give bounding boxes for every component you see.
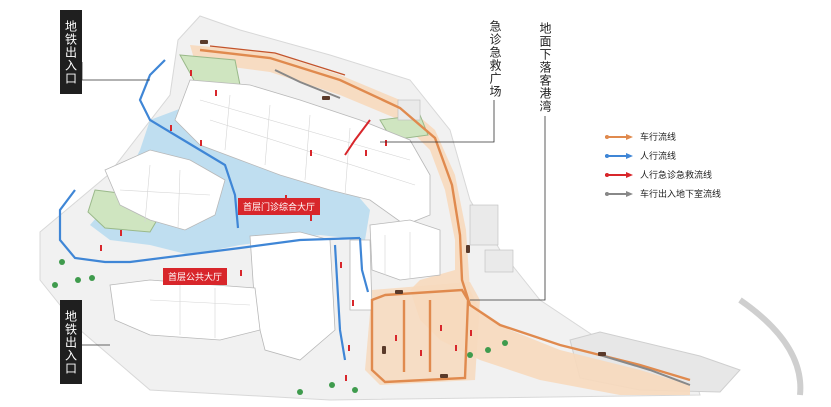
outpatient-hall-tag: 首层门诊综合大厅	[238, 198, 321, 215]
legend-item-pedestrian: 人行流线	[604, 146, 721, 165]
legend-label: 人行急诊急救流线	[640, 171, 713, 181]
metro-exit-bottom-label: 地铁出入口	[60, 300, 82, 384]
drop-off-bay-label: 地面下落客港湾	[534, 14, 554, 116]
vehicle-flow-accent	[209, 45, 346, 76]
legend-item-basement: 车行出入地下室流线	[604, 184, 721, 203]
legend-label: 人行流线	[640, 152, 677, 162]
pedestrian-flow-lines	[58, 59, 370, 361]
legend-label: 车行出入地下室流线	[640, 190, 722, 200]
legend-label: 车行流线	[640, 133, 677, 143]
metro-exit-top-label: 地铁出入口	[60, 10, 82, 94]
parking-stalls	[397, 99, 514, 273]
main-building-blocks	[104, 79, 441, 361]
legend-item-vehicle: 车行流线	[604, 127, 721, 146]
car-icons	[200, 40, 606, 378]
flow-legend: 车行流线 人行流线 人行急诊急救流线 车行出入地下室流线	[604, 127, 721, 203]
building-gridlines	[119, 94, 416, 338]
arrow-icon	[605, 190, 633, 197]
drop-off-loop	[365, 282, 480, 385]
ramp-curve	[738, 297, 804, 396]
legend-item-emergency: 人行急诊急救流线	[604, 165, 721, 184]
emergency-plaza-label: 急诊急救广场	[484, 14, 504, 100]
emergency-flow-lines	[344, 119, 371, 156]
arrow-icon	[605, 171, 633, 178]
basement-flow-lines	[274, 69, 691, 386]
public-hall-tag: 首层公共大厅	[163, 268, 228, 285]
pedestrian-markers	[100, 70, 472, 381]
trees	[52, 259, 508, 395]
arrow-icon	[605, 133, 633, 140]
vehicle-flow-lines	[199, 48, 691, 384]
leader-lines	[81, 62, 546, 346]
arrow-icon	[605, 152, 633, 159]
